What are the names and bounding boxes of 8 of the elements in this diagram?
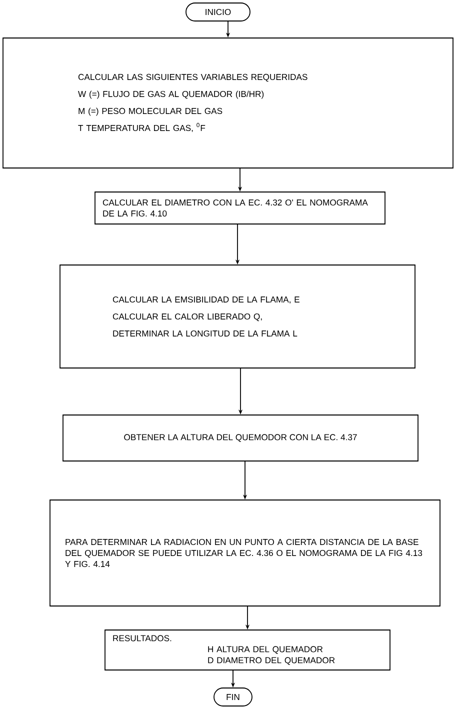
terminal-box: FIN bbox=[214, 688, 252, 706]
process-box: CALCULAR EL DIAMETRO CON LA EC. 4.32 O' EL NOMOGRAMA DE LA FIG. 4.10 bbox=[94, 192, 386, 224]
terminal-box: INICIO bbox=[186, 2, 250, 22]
process-box: PARA DETERMINAR LA RADIACION EN UN PUNTO A CIERTA DISTANCIA DE LA BASE DEL QUEMADOR SE PUEDE UTILIZAR LA EC. 4.36 O EL NOMOGRAMA DE LA FIG 4.13 Y FIG. 4.14 bbox=[50, 500, 440, 606]
process-box: CALCULAR LAS SIGUIENTES VARIABLES REQUERIDAS W (=) FLUJO DE GAS AL QUEMADOR (IB/HR) M (=) PESO MOLECULAR DEL GAS T TEMPERATURA DEL GAS, $^{0}$F bbox=[2, 38, 454, 168]
process-box: RESULTADOS. H ALTURA DEL QUEMADOR D DIAMETRO DEL QUEMADOR bbox=[104, 630, 390, 670]
process-box: CALCULAR LA EMSIBILIDAD DE LA FLAMA, E CALCULAR EL CALOR LIBERADO Q, DETERMINAR LA LONGITUD DE LA FLAMA L bbox=[60, 264, 416, 368]
process-box: OBTENER LA ALTURA DEL QUEMODOR CON LA EC. 4.37 bbox=[62, 414, 418, 462]
